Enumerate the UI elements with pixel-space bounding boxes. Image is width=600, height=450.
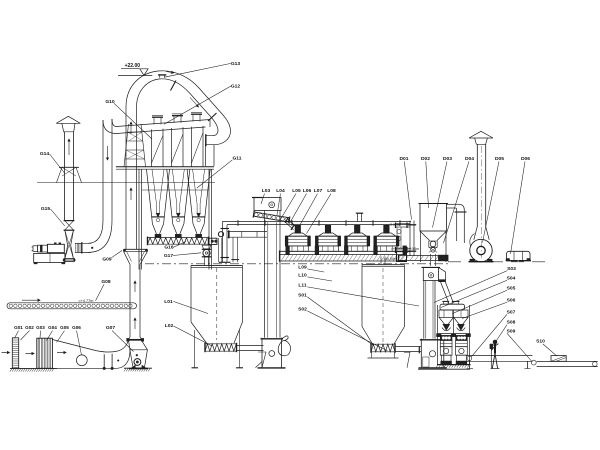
svg-text:G16: G16 xyxy=(164,245,174,251)
svg-text:S08: S08 xyxy=(507,320,516,326)
svg-text:L02: L02 xyxy=(165,323,174,329)
svg-text:G01: G01 xyxy=(14,325,23,330)
svg-text:S05: S05 xyxy=(507,285,516,291)
svg-text:L01: L01 xyxy=(164,299,173,305)
svg-text:L08: L08 xyxy=(327,188,336,194)
svg-text:L05: L05 xyxy=(292,188,301,194)
svg-text:S06: S06 xyxy=(507,297,516,303)
svg-text:G17: G17 xyxy=(164,253,174,259)
svg-text:L06: L06 xyxy=(303,188,312,194)
svg-text:G04: G04 xyxy=(48,325,57,330)
svg-text:S04: S04 xyxy=(507,275,516,281)
svg-text:L03: L03 xyxy=(262,188,271,194)
svg-text:D06: D06 xyxy=(521,156,530,162)
svg-text:S07: S07 xyxy=(507,309,516,315)
svg-text:≈+0.50m: ≈+0.50m xyxy=(391,247,404,251)
svg-text:L04: L04 xyxy=(276,188,285,194)
svg-text:G08: G08 xyxy=(101,279,111,285)
svg-text:L11: L11 xyxy=(298,283,306,289)
svg-text:G06: G06 xyxy=(72,325,81,330)
svg-text:+22.00: +22.00 xyxy=(125,63,141,69)
svg-text:S03: S03 xyxy=(507,266,516,272)
svg-text:G12: G12 xyxy=(231,84,241,90)
svg-text:G09: G09 xyxy=(102,257,112,263)
svg-text:≈±0.00m: ≈±0.00m xyxy=(383,257,396,261)
svg-text:G10: G10 xyxy=(105,99,115,105)
svg-text:S10: S10 xyxy=(536,339,545,345)
svg-text:G13: G13 xyxy=(231,61,241,67)
svg-text:D02: D02 xyxy=(421,156,430,162)
svg-text:≈+2.00m: ≈+2.00m xyxy=(386,223,399,227)
svg-text:L10: L10 xyxy=(298,273,307,279)
svg-text:G05: G05 xyxy=(60,325,69,330)
svg-text:≈+4.77m: ≈+4.77m xyxy=(79,299,94,303)
svg-text:S01: S01 xyxy=(298,293,307,299)
svg-text:D05: D05 xyxy=(495,156,504,162)
svg-text:≈+0.5m: ≈+0.5m xyxy=(408,247,419,251)
svg-text:D04: D04 xyxy=(465,156,474,162)
svg-text:G02: G02 xyxy=(25,325,34,330)
svg-text:D01: D01 xyxy=(400,156,409,162)
svg-text:G11: G11 xyxy=(233,156,242,162)
svg-text:G03: G03 xyxy=(36,325,45,330)
svg-text:S09: S09 xyxy=(507,328,516,334)
svg-text:L09: L09 xyxy=(298,265,307,271)
svg-text:L07: L07 xyxy=(314,188,323,194)
svg-text:G14: G14 xyxy=(40,151,50,157)
svg-text:G07: G07 xyxy=(106,325,116,331)
svg-text:D03: D03 xyxy=(443,156,452,162)
svg-text:S02: S02 xyxy=(298,307,307,313)
svg-text:G15: G15 xyxy=(41,206,51,212)
